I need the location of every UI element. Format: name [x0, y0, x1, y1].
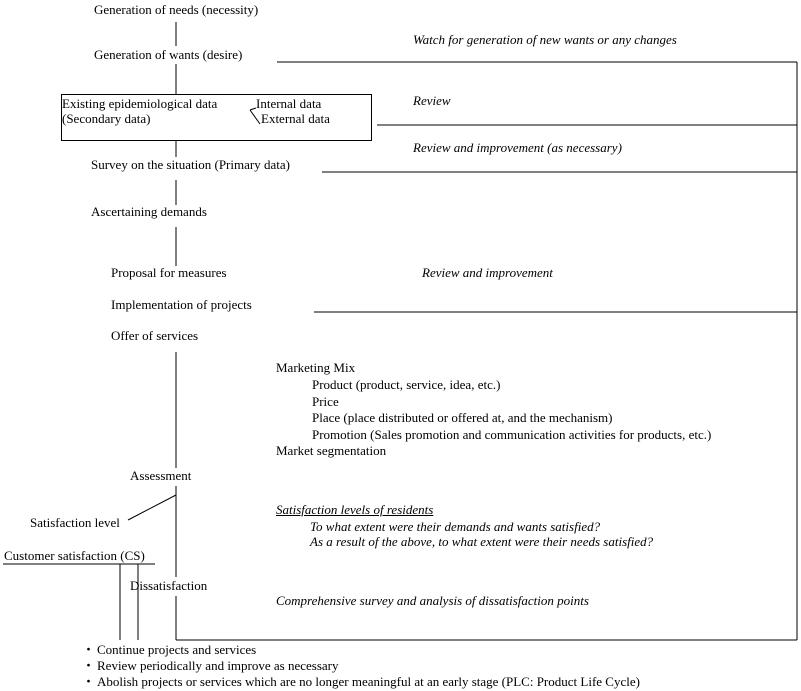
customer-satisfaction-label: Customer satisfaction (CS): [4, 548, 145, 563]
action-bullet: ・: [82, 642, 96, 657]
existing-data-box: [61, 94, 372, 141]
step-survey: Survey on the situation (Primary data): [91, 157, 290, 172]
feedback-review-improve: Review and improvement: [422, 265, 553, 280]
feedback-watch: Watch for generation of new wants or any…: [413, 32, 677, 47]
step-offer: Offer of services: [111, 328, 199, 343]
dissatisfaction-survey: Comprehensive survey and analysis of dis…: [276, 593, 589, 608]
action-bullet: ・: [82, 658, 96, 673]
satisfaction-question-2: As a result of the above, to what extent…: [310, 534, 654, 549]
step-proposal: Proposal for measures: [111, 265, 227, 280]
step-wants: Generation of wants (desire): [94, 47, 243, 62]
marketing-mix-item: Product (product, service, idea, etc.): [312, 377, 501, 392]
step-needs: Generation of needs (necessity): [94, 2, 259, 17]
external-data-label: External data: [261, 111, 330, 126]
step-existing-data-line2: (Secondary data): [62, 111, 151, 126]
marketing-mix-item: Price: [312, 394, 339, 409]
step-assessment: Assessment: [130, 468, 192, 483]
action-item: Abolish projects or services which are n…: [97, 674, 640, 689]
marketing-mix-item: Place (place distributed or offered at, …: [312, 410, 613, 425]
marketing-mix-item: Promotion (Sales promotion and communica…: [312, 427, 712, 442]
internal-data-label: Internal data: [256, 96, 322, 111]
step-existing-data-line1: Existing epidemiological data: [62, 96, 218, 111]
action-item: Review periodically and improve as neces…: [97, 658, 339, 673]
marketing-mix-title: Marketing Mix: [276, 360, 356, 375]
market-segmentation: Market segmentation: [276, 443, 387, 458]
step-dissatisfaction: Dissatisfaction: [130, 578, 208, 593]
step-implementation: Implementation of projects: [111, 297, 252, 312]
satisfaction-title: Satisfaction levels of residents: [276, 502, 434, 517]
feedback-review: Review: [413, 93, 451, 108]
satisfaction-question-1: To what extent were their demands and wa…: [310, 519, 601, 534]
action-bullet: ・: [82, 674, 96, 689]
satisfaction-level-label: Satisfaction level: [30, 515, 120, 530]
step-demands: Ascertaining demands: [91, 204, 207, 219]
feedback-review-improve-necessary: Review and improvement (as necessary): [413, 140, 622, 155]
action-item: Continue projects and services: [97, 642, 257, 657]
